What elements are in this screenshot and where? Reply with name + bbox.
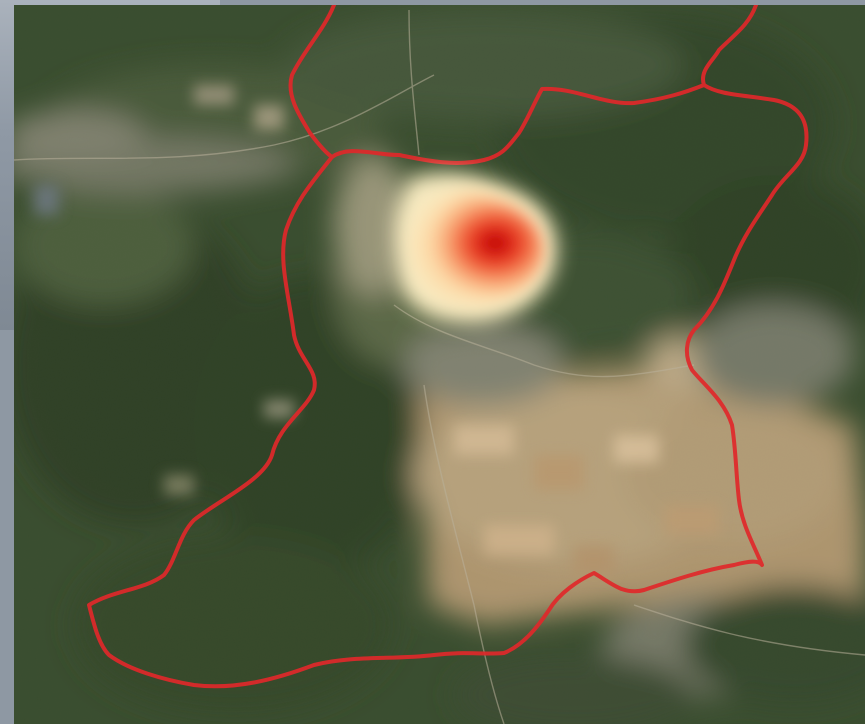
road-network xyxy=(14,9,865,724)
satellite-map[interactable] xyxy=(14,5,865,724)
heatmap-overlay[interactable] xyxy=(394,172,558,324)
terrain-noise xyxy=(14,5,865,724)
map-svg[interactable] xyxy=(14,5,865,724)
route-boundary[interactable] xyxy=(87,5,809,689)
heatmap-core xyxy=(416,195,544,302)
route-outer-loop[interactable] xyxy=(87,5,809,689)
field-patches xyxy=(34,85,719,575)
route-inner-branch[interactable] xyxy=(330,83,706,165)
